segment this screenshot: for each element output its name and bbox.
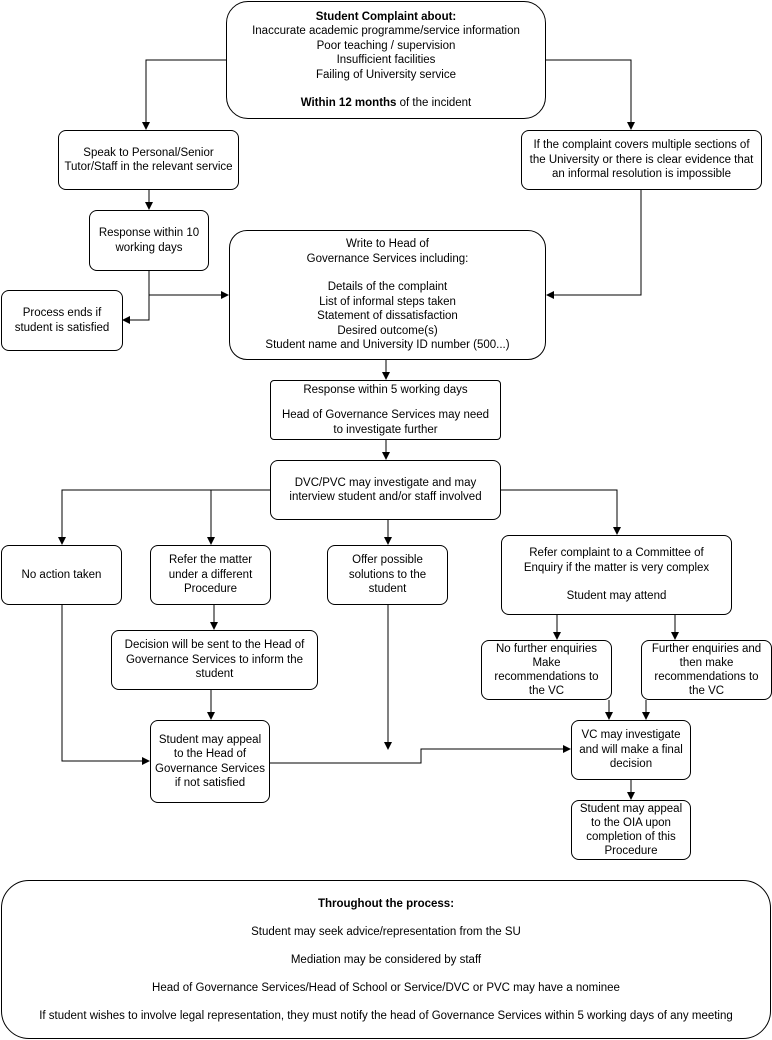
node-text: Student may appeal <box>579 803 683 815</box>
node-text: Refer the matter <box>168 554 253 567</box>
edge-complaint-to-speak-tutor <box>142 59 226 130</box>
node-text: Head of Governance Services may need <box>281 409 490 421</box>
node-text: recommendations to <box>654 671 759 683</box>
node-text: Further enquiries and <box>651 643 762 655</box>
node-text: student <box>368 583 407 596</box>
node-text: completion of this <box>586 831 676 843</box>
node-text: Write to Head of <box>346 238 429 251</box>
node-text: the VC <box>528 685 565 697</box>
node-throughout-process: Throughout the process: Student may seek… <box>1 880 771 1039</box>
node-decision-to-head: Decision will be sent to the Head of Gov… <box>111 630 318 690</box>
node-text: Governance Services <box>155 762 265 775</box>
node-text: Student name and University ID number (5… <box>265 339 510 352</box>
edge-response-10-to-write-head <box>148 271 229 299</box>
node-text: working days <box>115 241 183 254</box>
complaint-line: Inaccurate academic programme/service in… <box>252 25 520 37</box>
node-text: under a different <box>168 568 253 581</box>
node-write-to-head: Write to Head of Governance Services inc… <box>229 230 546 360</box>
node-text: Process ends if <box>22 307 102 319</box>
node-text: Make <box>532 657 561 669</box>
complaint-line: Poor teaching / supervision <box>316 39 456 52</box>
node-text: decision <box>609 758 653 771</box>
node-further-enquiries: Further enquiries and then make recommen… <box>641 640 772 700</box>
node-multiple-sections: If the complaint covers multiple section… <box>521 130 762 190</box>
edge-response-10-to-process-ends <box>122 271 150 324</box>
node-offer-solutions: Offer possible solutions to the student <box>327 545 448 605</box>
node-text: the VC <box>688 685 725 697</box>
node-text: VC may investigate <box>581 729 681 742</box>
node-text: and will make a final <box>579 743 683 756</box>
node-text: Student may attend <box>566 590 667 603</box>
node-response-10-days: Response within 10 working days <box>89 210 209 271</box>
node-response-5-days: Response within 5 working days Head of G… <box>270 380 501 440</box>
throughout-item: Mediation may be considered by staff <box>290 953 482 966</box>
node-text: if not satisfied <box>174 777 246 789</box>
node-text: then make <box>679 657 734 669</box>
edge-complaint-to-multiple-sections <box>546 59 635 130</box>
node-refer-procedure: Refer the matter under a different Proce… <box>150 545 271 605</box>
node-text: Refer complaint to a Committee of <box>529 547 704 560</box>
node-text: List of informal steps taken <box>319 295 456 308</box>
node-text: Offer possible <box>352 554 423 567</box>
node-text: an informal resolution is impossible <box>552 168 731 181</box>
node-text: recommendations to <box>494 671 599 683</box>
node-text: Response within 5 working days <box>303 384 468 396</box>
node-text: student is satisfied <box>14 321 110 334</box>
throughout-item: Student may seek advice/representation f… <box>251 925 521 938</box>
node-text: Tutor/Staff in the relevant service <box>64 161 233 173</box>
node-text: interview student and/or staff involved <box>289 491 482 503</box>
node-vc-investigate: VC may investigate and will make a final… <box>571 720 691 780</box>
node-text: Enquiry if the matter is very complex <box>523 561 710 574</box>
node-text: Speak to Personal/Senior <box>83 146 214 159</box>
node-text: Student may appeal <box>158 733 262 746</box>
throughout-item: If student wishes to involve legal repre… <box>39 1009 733 1022</box>
edge-multiple-sections-to-write-head <box>546 190 642 299</box>
node-text: Governance Services including: <box>306 252 469 265</box>
edge-dvc-to-no-action <box>58 489 270 545</box>
node-student-complaint: Student Complaint about: Inaccurate acad… <box>226 1 546 119</box>
node-process-ends: Process ends if student is satisfied <box>1 290 123 351</box>
node-text: Governance Services to inform the <box>125 653 304 666</box>
node-text: Statement of dissatisfaction <box>317 310 458 323</box>
node-committee-of-enquiry: Refer complaint to a Committee of Enquir… <box>501 535 732 615</box>
node-appeal-to-head: Student may appeal to the Head of Govern… <box>150 720 270 803</box>
complaint-line: Failing of University service <box>316 68 456 81</box>
node-text: to the OIA upon <box>591 817 671 829</box>
node-text: Desired outcome(s) <box>337 324 438 337</box>
throughout-item: Head of Governance Services/Head of Scho… <box>152 981 620 994</box>
node-text: student <box>195 668 234 681</box>
node-appeal-to-oia: Student may appeal to the OIA upon compl… <box>571 800 691 860</box>
node-text: Decision will be sent to the Head of <box>124 639 305 652</box>
node-no-action: No action taken <box>1 545 122 605</box>
node-no-further-enquiries: No further enquiries Make recommendation… <box>481 640 612 700</box>
node-text: the University or there is clear evidenc… <box>529 153 754 166</box>
node-text: No further enquiries <box>496 643 597 655</box>
edge-dvc-to-committee <box>501 489 621 535</box>
node-text: Details of the complaint <box>327 281 448 294</box>
node-text: to the Head of <box>173 748 247 760</box>
node-text: If the complaint covers multiple section… <box>533 139 750 152</box>
complaint-line: Insufficient facilities <box>336 54 436 66</box>
node-text: solutions to the <box>348 568 427 581</box>
edge-appeal-head-to-vc <box>270 745 571 764</box>
edge-no-action-to-appeal-head <box>61 605 150 765</box>
node-text: Procedure <box>183 583 238 596</box>
node-text: No action taken <box>21 568 102 581</box>
node-text: DVC/PVC may investigate and may <box>294 476 477 489</box>
node-text: to investigate further <box>333 423 438 436</box>
node-speak-to-tutor: Speak to Personal/Senior Tutor/Staff in … <box>58 130 239 190</box>
complaint-title: Student Complaint about: <box>315 10 457 23</box>
node-text: Procedure <box>604 845 658 857</box>
complaint-deadline: Within 12 months of the incident <box>300 97 472 109</box>
throughout-title: Throughout the process: <box>317 897 455 910</box>
node-dvc-pvc: DVC/PVC may investigate and may intervie… <box>270 460 501 520</box>
node-text: Response within 10 <box>98 227 200 239</box>
